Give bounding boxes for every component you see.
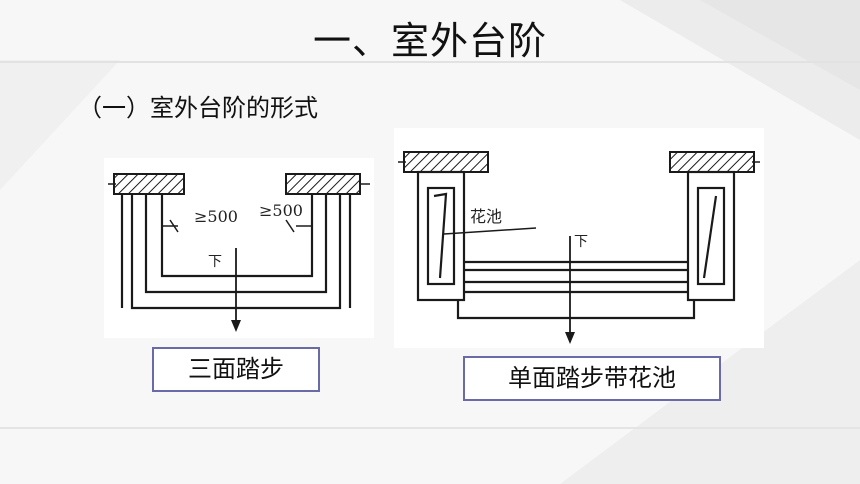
planter-label: 花池 [470, 207, 502, 226]
direction-label-down: 下 [208, 254, 222, 270]
caption-three-sided-steps: 三面踏步 [152, 347, 320, 392]
planter-right [686, 170, 736, 302]
direction-label-down: 下 [574, 234, 588, 250]
section-subtitle: （一）室外台阶的形式 [78, 94, 318, 122]
three-sided-steps-drawing: ≥500 ≥500 下 [108, 173, 370, 332]
dimension-marks [162, 219, 312, 233]
wall-slab-right [669, 151, 755, 173]
wall-slab-left [113, 173, 185, 195]
direction-arrow-head [231, 320, 241, 332]
direction-arrow-head [565, 332, 575, 344]
planter-leader-line [443, 227, 537, 235]
dimension-label-right: ≥500 [259, 201, 303, 220]
single-sided-steps-drawing: 花池 下 [398, 151, 760, 344]
planter-left [416, 170, 466, 302]
caption-single-sided-steps: 单面踏步带花池 [463, 356, 721, 401]
wall-slab-right [285, 173, 361, 195]
slide-title: 一、室外台阶 [312, 19, 547, 63]
single-sided-steps-diagram: 花池 下 [394, 128, 764, 348]
dimension-label-left: ≥500 [194, 207, 238, 226]
three-sided-steps-diagram: ≥500 ≥500 下 [104, 158, 374, 338]
step-outlines [456, 260, 696, 320]
wall-slab-left [403, 151, 489, 173]
